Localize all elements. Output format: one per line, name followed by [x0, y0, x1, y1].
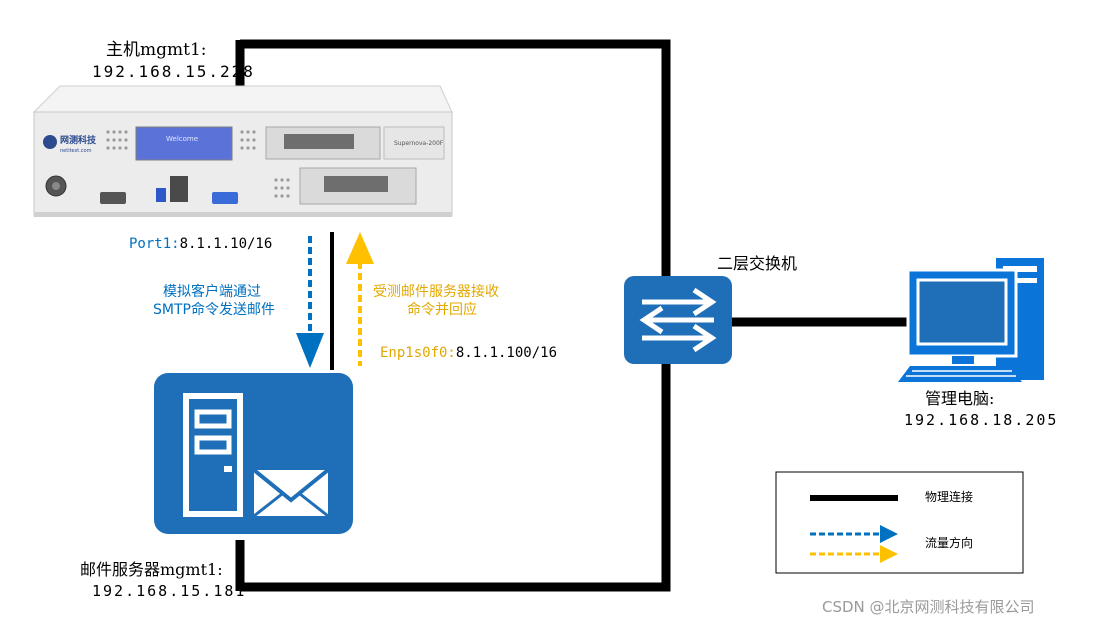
switch-icon	[624, 276, 732, 364]
host-ip: 192.168.15.228	[92, 62, 255, 81]
host-front-logo-sub: netitest.com	[60, 148, 92, 154]
port1-address: 8.1.1.10/16	[179, 236, 273, 252]
port1-name: Port1:	[129, 236, 180, 252]
server-port-address: 8.1.1.100/16	[455, 345, 558, 361]
pc-title: 管理电脑:	[925, 389, 995, 408]
server-flow-text-2: 命令并回应	[407, 302, 477, 318]
mail-server-ip: 192.168.15.181	[92, 582, 247, 600]
server-flow-arrow	[346, 232, 374, 366]
server-flow-text-1: 受测邮件服务器接收	[373, 284, 499, 300]
host-model-text: Supernova-200F	[394, 140, 444, 147]
port1-label: Port1:8.1.1.10/16	[129, 236, 272, 253]
host-appliance	[32, 85, 453, 217]
management-pc-icon	[898, 258, 1044, 382]
server-port-name: Enp1s0f0:	[380, 345, 456, 361]
mail-server-icon	[154, 373, 353, 534]
host-title: 主机mgmt1:	[106, 40, 207, 60]
host-front-logo: 网测科技	[60, 136, 97, 146]
legend-flow-label: 流量方向	[925, 536, 974, 550]
legend-box	[775, 471, 1024, 574]
switch-label: 二层交换机	[717, 254, 798, 273]
server-port-label: Enp1s0f0:8.1.1.100/16	[380, 345, 557, 362]
client-flow-text-2: SMTP命令发送邮件	[153, 302, 275, 318]
watermark: CSDN @北京网测科技有限公司	[822, 598, 1035, 616]
mail-server-title: 邮件服务器mgmt1:	[80, 560, 223, 579]
client-flow-arrow	[296, 236, 324, 368]
client-flow-text-1: 模拟客户端通过	[163, 284, 261, 300]
legend-physical-label: 物理连接	[925, 490, 974, 504]
host-lcd-text: Welcome	[166, 135, 199, 143]
pc-ip: 192.168.18.205	[904, 411, 1059, 429]
